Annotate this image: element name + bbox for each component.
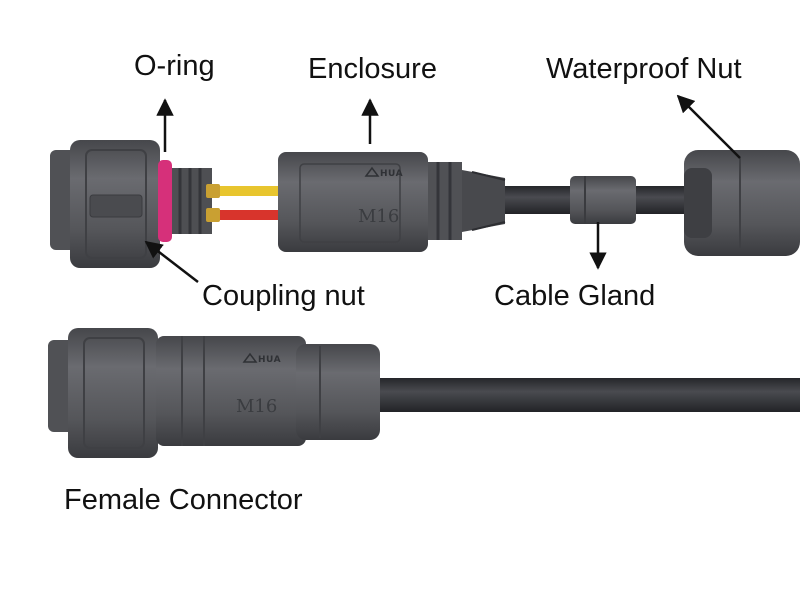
- label-coupling-nut: Coupling nut: [202, 280, 365, 312]
- plug-threads: [172, 168, 212, 234]
- female-connector: HUA M16: [48, 328, 380, 458]
- arrow-waterproof-nut: [676, 94, 741, 159]
- label-female-connector: Female Connector: [64, 484, 303, 516]
- brand-logo-icon: [364, 166, 380, 177]
- leader-arrows: [144, 94, 741, 283]
- label-cable-gland: Cable Gland: [494, 280, 656, 312]
- female-model-text: M16: [236, 396, 277, 417]
- female-brand-text: HUA: [258, 355, 281, 365]
- enclosure: HUA M16: [278, 152, 506, 252]
- label-waterproof-nut: Waterproof Nut: [546, 53, 742, 85]
- enclosure-brand-text: HUA: [380, 169, 403, 179]
- waterproof-nut: [684, 150, 800, 256]
- female-brand-logo-icon: [242, 352, 258, 363]
- cable-gland: [570, 176, 636, 224]
- cable-bottom: [370, 378, 800, 412]
- label-o-ring: O-ring: [134, 50, 215, 82]
- label-enclosure: Enclosure: [308, 53, 437, 85]
- wires: [206, 184, 282, 222]
- arrow-coupling-nut: [144, 240, 199, 283]
- coupling-nut: [50, 140, 160, 268]
- enclosure-model-text: M16: [358, 206, 399, 227]
- o-ring: [158, 160, 172, 242]
